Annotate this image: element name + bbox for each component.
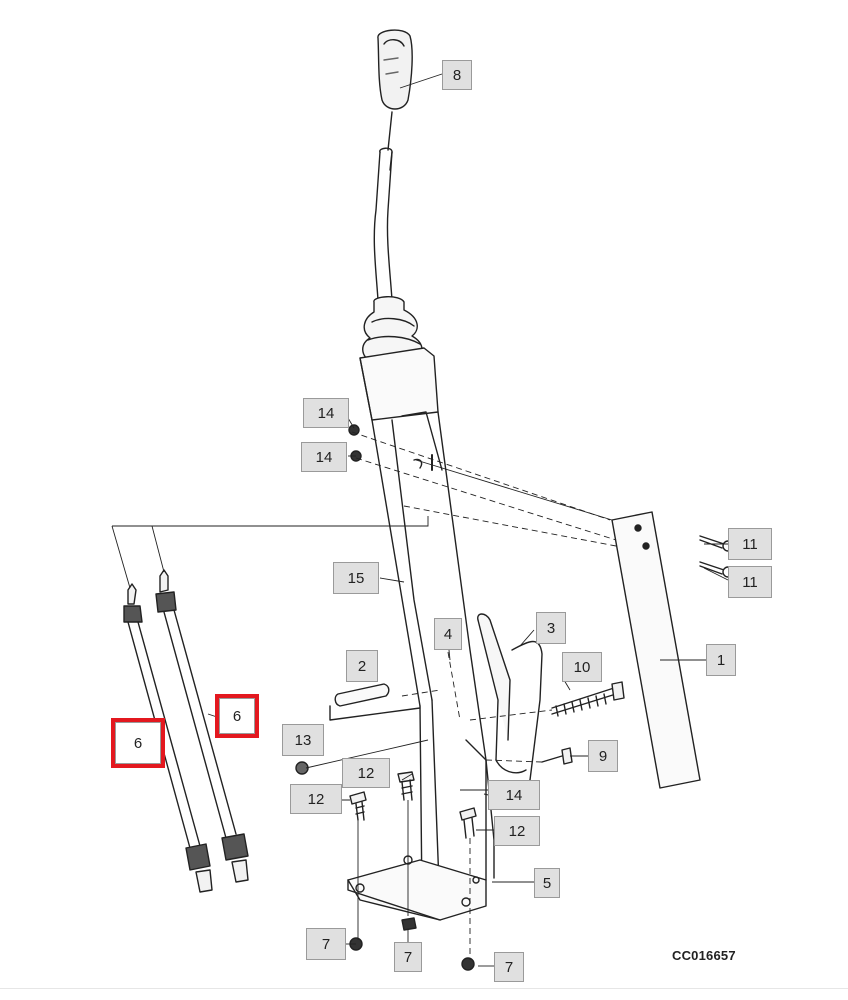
tie-rod-right: [155, 569, 249, 883]
callout-3: 3: [536, 612, 566, 644]
bottom-divider: [0, 988, 848, 989]
callout-11-bottom: 11: [728, 566, 772, 598]
callout-9: 9: [588, 740, 618, 772]
bolt-12-right: [459, 807, 477, 839]
callout-2: 2: [346, 650, 378, 682]
callout-13: 13: [282, 724, 324, 756]
lever-rod: [373, 111, 393, 301]
callout-10: 10: [562, 652, 602, 682]
image-code: CC016657: [672, 948, 736, 963]
support-bar: [611, 511, 701, 789]
callout-7-left: 7: [306, 928, 346, 960]
callout-6-right[interactable]: 6: [215, 694, 259, 738]
callout-12-left: 12: [290, 784, 342, 814]
callout-12-right: 12: [494, 816, 540, 846]
callout-14-mid: 14: [301, 442, 347, 472]
callout-11-top: 11: [728, 528, 772, 560]
side-lever: [477, 613, 543, 791]
callout-12-upper: 12: [342, 758, 390, 788]
callout-8: 8: [442, 60, 472, 90]
washer-14-top: [348, 424, 360, 436]
callout-7-middle: 7: [394, 942, 422, 972]
callout-4: 4: [434, 618, 462, 650]
pin-part-2: [329, 683, 421, 721]
shift-knob: [377, 29, 413, 110]
bolt-12-middle: [397, 771, 415, 801]
callout-15: 15: [333, 562, 379, 594]
screw-9: [541, 747, 573, 765]
callout-5: 5: [534, 868, 560, 898]
callout-6-left[interactable]: 6: [111, 718, 165, 768]
callout-1: 1: [706, 644, 736, 676]
nut-7-middle: [401, 917, 417, 931]
callout-7-right: 7: [494, 952, 524, 982]
nut-7-right: [461, 957, 475, 971]
lever-column: [359, 347, 487, 911]
bolt-12-left: [349, 791, 367, 821]
bolt-10: [551, 681, 625, 717]
callout-14-top: 14: [303, 398, 349, 428]
callout-14-low: 14: [488, 780, 540, 810]
